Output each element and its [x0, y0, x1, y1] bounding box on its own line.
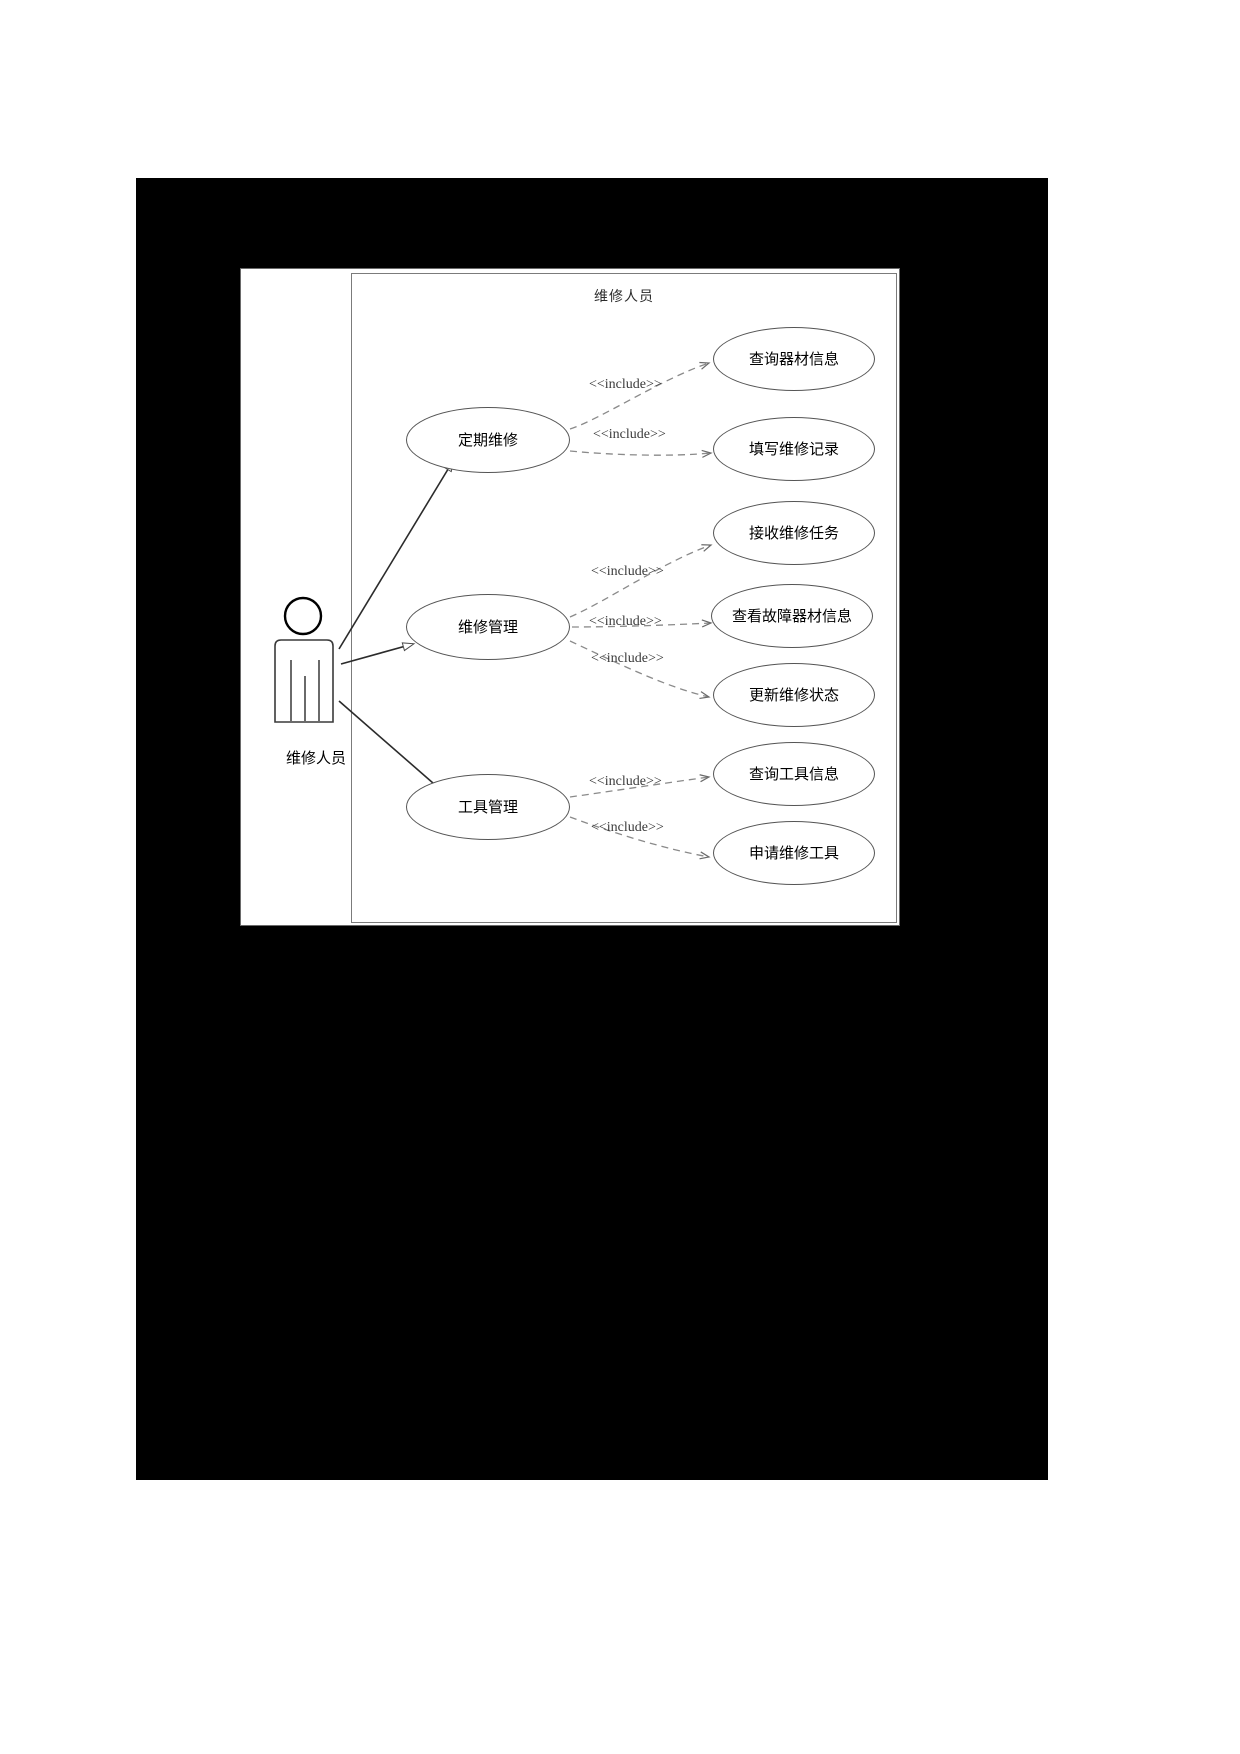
- use-case-query-equipment-info[interactable]: 查询器材信息: [713, 327, 875, 391]
- include-stereotype-label-5: <<include>>: [591, 651, 664, 666]
- use-case-diagram-canvas: 维修人员: [240, 268, 900, 926]
- actor-maintenance-personnel[interactable]: [261, 594, 371, 739]
- include-stereotype-label-4: <<include>>: [589, 614, 662, 629]
- use-case-label: 查询器材信息: [748, 349, 839, 368]
- use-case-tool-management[interactable]: 工具管理: [406, 774, 570, 840]
- use-case-receive-maintenance-task[interactable]: 接收维修任务: [713, 501, 875, 565]
- include-stereotype-label-1: <<include>>: [589, 377, 662, 392]
- use-case-query-tool-info[interactable]: 查询工具信息: [713, 742, 875, 806]
- use-case-label: 维修管理: [457, 617, 518, 636]
- use-case-request-maintenance-tool[interactable]: 申请维修工具: [713, 821, 875, 885]
- use-case-label: 申请维修工具: [748, 843, 839, 862]
- use-case-fill-maintenance-record[interactable]: 填写维修记录: [713, 417, 875, 481]
- include-stereotype-label-2: <<include>>: [593, 427, 666, 442]
- use-case-label: 定期维修: [457, 430, 518, 449]
- use-case-label: 查询工具信息: [748, 764, 839, 783]
- include-stereotype-label-3: <<include>>: [591, 564, 664, 579]
- include-stereotype-label-6: <<include>>: [589, 774, 662, 789]
- use-case-periodic-maintenance[interactable]: 定期维修: [406, 407, 570, 473]
- use-case-label: 更新维修状态: [748, 685, 839, 704]
- stick-figure-actor-icon: [274, 596, 334, 723]
- use-case-view-faulty-equipment-info[interactable]: 查看故障器材信息: [711, 584, 873, 648]
- include-stereotype-label-7: <<include>>: [591, 820, 664, 835]
- use-case-label: 接收维修任务: [748, 523, 839, 542]
- actor-label: 维修人员: [285, 749, 346, 767]
- system-boundary-label: 维修人员: [594, 289, 654, 305]
- use-case-label: 查看故障器材信息: [731, 606, 852, 625]
- use-case-label: 填写维修记录: [748, 439, 839, 458]
- use-case-label: 工具管理: [457, 797, 518, 816]
- use-case-update-maintenance-status[interactable]: 更新维修状态: [713, 663, 875, 727]
- use-case-maintenance-management[interactable]: 维修管理: [406, 594, 570, 660]
